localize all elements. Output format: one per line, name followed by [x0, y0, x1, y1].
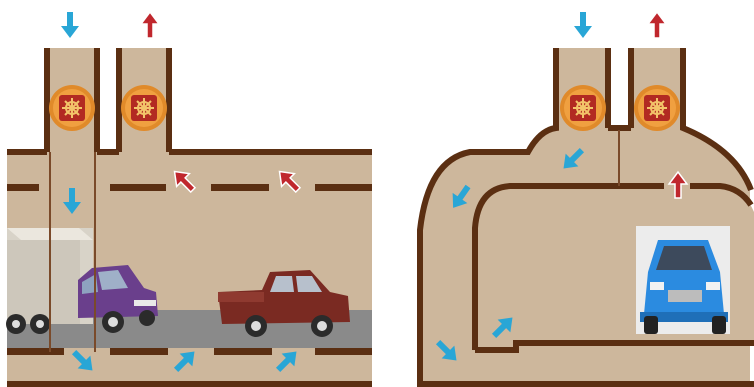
left-ventilation-panel — [6, 10, 372, 387]
exhaust-arrow-icon — [646, 10, 668, 39]
supply-arrow-icon — [574, 12, 592, 38]
plenum-divider-left — [7, 184, 372, 191]
fan-icon — [120, 84, 168, 132]
supply-arrow-icon — [563, 147, 585, 169]
exhaust-arrow-icon — [173, 170, 197, 194]
supply-arrow-icon — [452, 184, 471, 208]
fan-icon — [559, 84, 607, 132]
red-pickup — [218, 270, 350, 337]
supply-arrow-icon — [275, 351, 297, 373]
exhaust-arrow-icon — [278, 170, 302, 194]
supply-arrow-icon — [61, 12, 79, 38]
supply-arrow-icon — [435, 339, 457, 361]
supply-arrow-icon — [63, 188, 81, 214]
right-cross-section-panel — [417, 10, 754, 387]
supply-arrow-icon — [173, 351, 195, 373]
fan-icon — [633, 84, 681, 132]
supply-arrow-icon — [71, 349, 93, 371]
supply-arrow-icon — [491, 317, 513, 339]
exhaust-arrow-icon — [667, 170, 689, 199]
floor-divider-left — [7, 348, 372, 355]
car-front-view-inset — [636, 226, 730, 334]
exhaust-arrow-icon — [139, 10, 161, 39]
fan-icon — [48, 84, 96, 132]
